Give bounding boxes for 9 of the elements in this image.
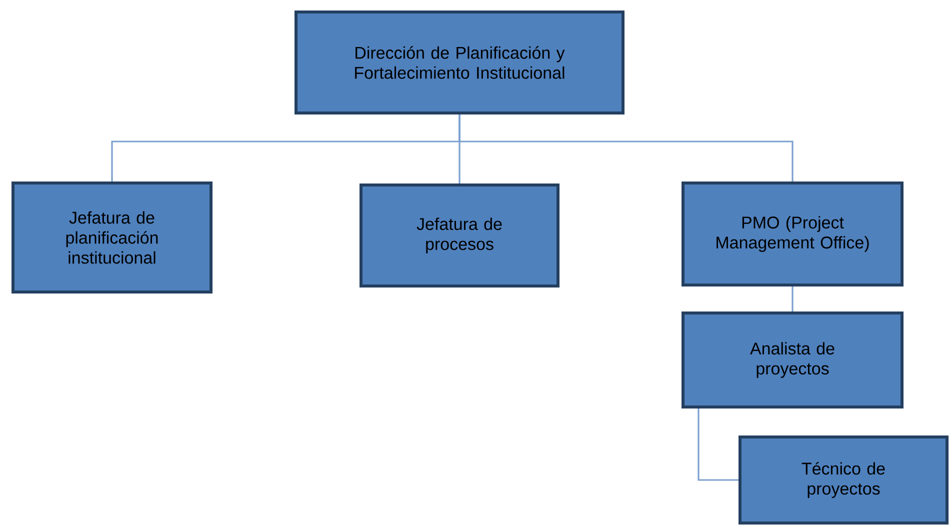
connector-line [792,286,794,312]
connector-line [698,408,738,481]
org-chart-box: Analista de proyectos [682,312,904,408]
connector-line [458,114,794,182]
org-chart-box: Técnico de proyectos [738,436,948,524]
org-chart-box: PMO (Project Management Office) [682,182,904,286]
org-chart-box: Dirección de Planificación y Fortalecimiento Institucional [294,10,624,114]
org-chart-box: Jefatura de procesos [360,184,560,288]
org-chart-box: Jefatura de planificación institucional [12,182,212,294]
